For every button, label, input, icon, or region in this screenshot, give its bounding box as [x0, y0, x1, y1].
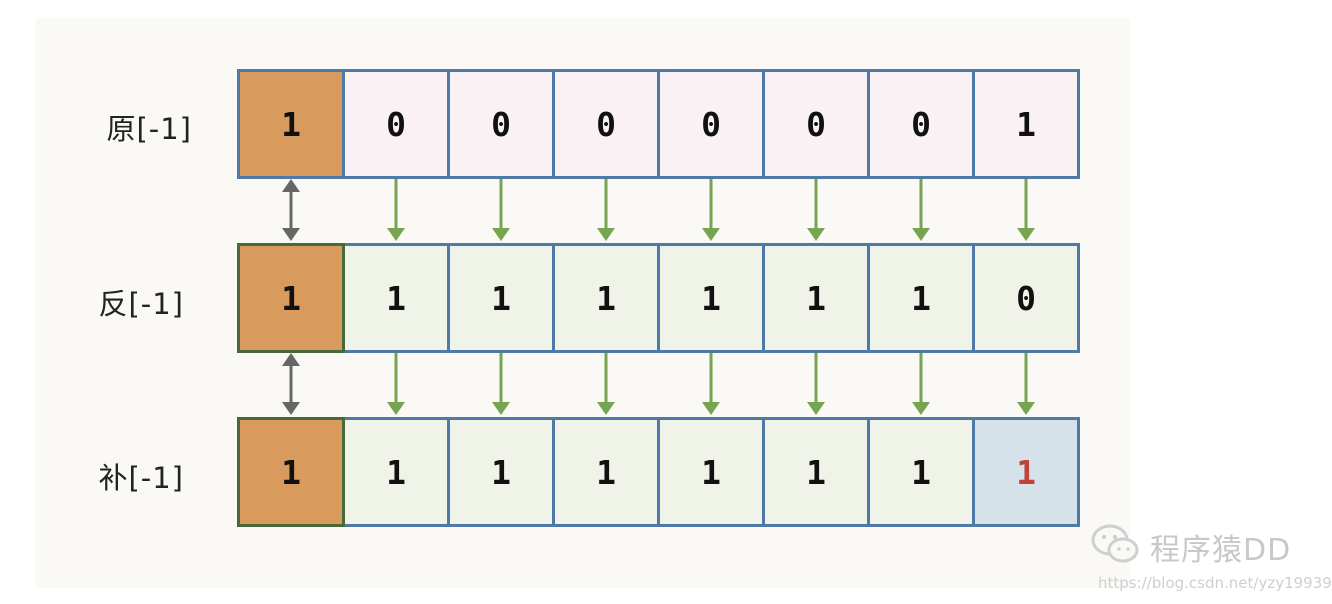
arrow-head: [1017, 402, 1035, 415]
arrow-head: [282, 353, 300, 366]
bit-cell: 1: [552, 417, 660, 527]
arrow-head: [282, 402, 300, 415]
watermark-url: https://blog.csdn.net/yzy199391: [1098, 574, 1332, 592]
complement-code-row: 1 1 1 1 1 1 1 1: [237, 417, 1080, 527]
arrow-head: [807, 228, 825, 241]
arrow-head: [282, 228, 300, 241]
row-label-inverse: 反[-1]: [98, 287, 184, 321]
arrow-head: [702, 402, 720, 415]
inverse-code-row: 1 1 1 1 1 1 1 0: [237, 243, 1080, 353]
arrow-head: [807, 402, 825, 415]
watermark-name: 程序猿DD: [1150, 533, 1292, 568]
row-label-complement: 补[-1]: [98, 461, 184, 495]
bit-cell: 0: [762, 69, 870, 179]
bit-cell: 1: [657, 417, 765, 527]
bit-cell-sign: 1: [237, 417, 345, 527]
arrow-head: [912, 402, 930, 415]
conversion-arrows: [387, 179, 1035, 415]
bit-cell: 1: [867, 417, 975, 527]
row-label-original: 原[-1]: [106, 112, 192, 146]
bit-cell: 1: [552, 243, 660, 353]
bit-cell: 1: [972, 69, 1080, 179]
arrow-head: [387, 402, 405, 415]
arrow-head: [597, 402, 615, 415]
bit-cell-changed: 1: [972, 417, 1080, 527]
bit-cell: 0: [657, 69, 765, 179]
wechat-icon: [1091, 524, 1139, 563]
arrow-head: [387, 228, 405, 241]
arrow-head: [492, 402, 510, 415]
arrow-head: [492, 228, 510, 241]
bit-cell-sign: 1: [237, 243, 345, 353]
original-code-row: 1 0 0 0 0 0 0 1: [237, 69, 1080, 179]
sign-bit-arrows: [282, 179, 300, 415]
bit-cell: 1: [447, 243, 555, 353]
arrow-head: [702, 228, 720, 241]
bit-cell: 1: [867, 243, 975, 353]
bit-cell-sign: 1: [237, 69, 345, 179]
arrow-head: [282, 179, 300, 192]
bit-cell: 0: [972, 243, 1080, 353]
bit-cell: 1: [762, 417, 870, 527]
arrow-head: [912, 228, 930, 241]
arrow-head: [1017, 228, 1035, 241]
bit-cell: 0: [447, 69, 555, 179]
arrow-head: [597, 228, 615, 241]
bit-cell: 1: [342, 417, 450, 527]
bit-cell: 0: [867, 69, 975, 179]
